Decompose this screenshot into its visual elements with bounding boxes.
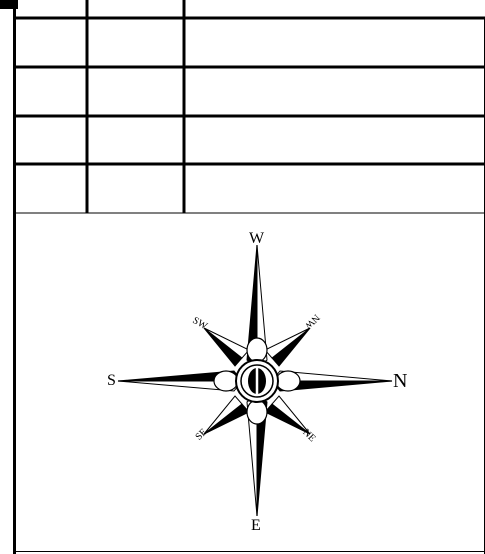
compass-petal [276, 371, 300, 391]
compass-petal [247, 338, 267, 362]
compass-petal [247, 400, 267, 424]
compass-petal [214, 371, 238, 391]
compass-label-north: N [393, 371, 407, 391]
compass-rose [118, 245, 392, 516]
corner-tab [0, 0, 18, 9]
compass-label-south: S [107, 373, 116, 389]
compass-label-west: W [249, 231, 264, 247]
compass-label-east: E [251, 518, 261, 534]
